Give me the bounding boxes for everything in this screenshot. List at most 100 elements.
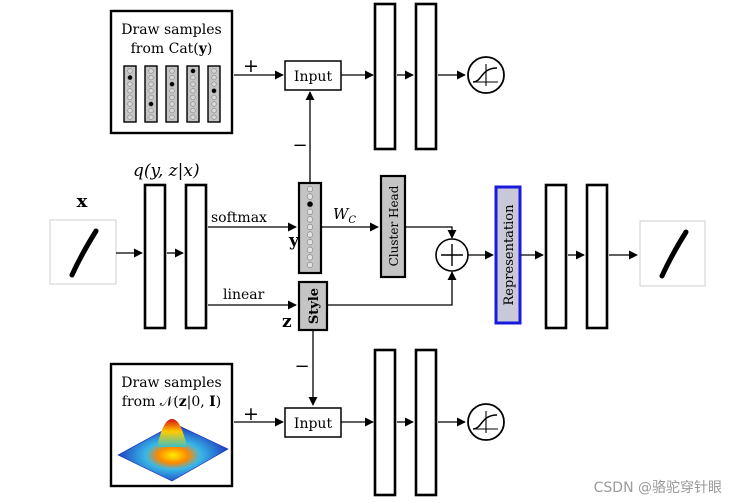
style-block: Style [297, 280, 329, 332]
categorical-dot [148, 94, 154, 100]
gaussian-surface-plot [117, 419, 229, 482]
categorical-dot [148, 88, 154, 94]
top-input-label: Input [294, 69, 333, 85]
y-unit [306, 254, 314, 261]
categorical-dot [169, 88, 175, 94]
top-minus-sign: − [292, 135, 307, 156]
categorical-dot [127, 94, 133, 100]
categorical-dot [169, 114, 175, 120]
wc-label: WC [333, 205, 356, 226]
categorical-dot [211, 114, 217, 120]
encoder-layer-1 [143, 183, 167, 330]
categorical-dot [190, 108, 196, 114]
bottom-minus-sign: − [294, 356, 309, 377]
categorical-dot [211, 75, 217, 81]
bottom-input-label: Input [294, 416, 333, 432]
categorical-dot-active [169, 81, 175, 87]
top-sample-panel: Draw samples from Cat(y) [109, 9, 234, 135]
encoder-layer-2 [184, 183, 208, 330]
categorical-bar [165, 65, 179, 123]
watermark: CSDN @骆驼穿针眼 [594, 479, 722, 496]
z-label: z [282, 312, 292, 332]
bottom-sigmoid-icon [467, 403, 505, 441]
y-vector-units [306, 185, 314, 269]
top-panel-line1: Draw samples [121, 22, 221, 38]
categorical-dot [148, 81, 154, 87]
categorical-dot [127, 114, 133, 120]
linear-label: linear [223, 287, 265, 303]
y-unit [306, 208, 314, 215]
categorical-dot-active [190, 68, 196, 74]
y-unit [306, 193, 314, 200]
y-unit [306, 185, 314, 193]
categorical-dot [169, 94, 175, 100]
decoder-layer-1 [544, 183, 568, 330]
categorical-samples [123, 65, 221, 123]
categorical-dot [211, 94, 217, 100]
y-unit [306, 246, 314, 253]
categorical-dot [148, 68, 154, 74]
cluster-head-to-sum-arrow [405, 226, 457, 239]
categorical-dot-active [211, 88, 217, 94]
categorical-dot [211, 81, 217, 87]
encoder-label: q(y, z|x) [133, 161, 200, 181]
categorical-dot [127, 88, 133, 94]
categorical-bar [207, 65, 221, 123]
categorical-dot [211, 68, 217, 74]
y-unit [306, 223, 314, 231]
y-unit [306, 216, 314, 223]
categorical-dot [211, 108, 217, 114]
categorical-bar [123, 65, 137, 123]
y-unit [306, 239, 314, 246]
style-to-sum-arrow [327, 271, 457, 306]
categorical-dot [190, 75, 196, 81]
categorical-dot [211, 101, 217, 107]
categorical-dot [127, 101, 133, 107]
categorical-dot [190, 81, 196, 87]
bottom-panel-line1: Draw samples [121, 375, 221, 391]
categorical-dot [190, 94, 196, 100]
bottom-sample-panel: Draw samples from 𝒩(z|0, I) [109, 362, 234, 488]
cluster-head-block: Cluster Head [379, 174, 407, 279]
categorical-dot-active [127, 75, 133, 81]
categorical-dot [127, 68, 133, 74]
bottom-plus-sign: + [243, 403, 259, 425]
categorical-bar [186, 65, 200, 123]
top-input-box: Input [284, 60, 342, 91]
categorical-dot-active [148, 101, 154, 107]
categorical-dot [127, 108, 133, 114]
categorical-dot [190, 114, 196, 120]
categorical-dot [169, 108, 175, 114]
top-plus-sign: + [243, 55, 259, 77]
cluster-head-label: Cluster Head [387, 185, 401, 266]
y-unit-active [306, 201, 314, 208]
style-label: Style [307, 288, 322, 324]
decoder-layer-2 [585, 183, 609, 330]
y-unit [306, 231, 314, 238]
y-unit [306, 261, 314, 269]
categorical-dot [127, 81, 133, 87]
categorical-dot [169, 68, 175, 74]
top-sigmoid-icon [467, 56, 505, 94]
categorical-bar [144, 65, 158, 123]
bottom-layer-2 [414, 348, 438, 497]
categorical-dot [169, 101, 175, 107]
x-label: x [77, 191, 88, 212]
categorical-dot [169, 75, 175, 81]
representation-block: Representation [494, 185, 522, 325]
bottom-input-box: Input [284, 407, 342, 438]
top-panel-line2: from Cat(y) [131, 41, 213, 57]
categorical-dot [148, 114, 154, 120]
sum-node-icon [435, 238, 469, 272]
bottom-layer-1 [373, 348, 397, 497]
output-digit-image [639, 220, 706, 287]
input-digit-image [49, 219, 117, 285]
softmax-label: softmax [211, 210, 267, 226]
categorical-dot [190, 88, 196, 94]
categorical-dot [190, 101, 196, 107]
y-vector-block [297, 181, 323, 275]
categorical-dot [148, 108, 154, 114]
y-label: y [288, 231, 300, 251]
representation-label: Representation [502, 204, 517, 306]
